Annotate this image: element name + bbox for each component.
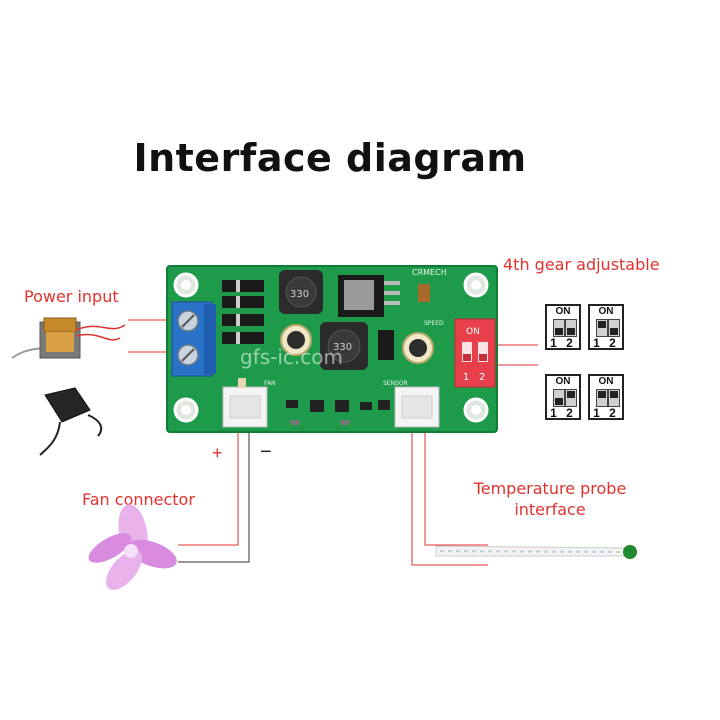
dip-number-label: 1 2 [593,336,619,350]
pcb-board [166,265,498,433]
dip-switch-knob [555,328,563,335]
dip-switch-lever [596,389,608,407]
mounting-holes [173,272,489,423]
dip-on-label: ON [598,376,614,387]
dip-switch-lever [608,389,620,407]
dip-on-label: ON [555,376,571,387]
dip-number-label: 1 2 [550,336,576,350]
small-ic [378,330,394,360]
dip-state-4: ON 1 2 [588,374,624,420]
page-title: Interface diagram [133,136,527,180]
dip-switch-knob [610,328,618,335]
dip-on-marking: ON [466,327,480,337]
power-adapter-icon [39,387,103,456]
capacitors [280,324,434,364]
temp-wire-2 [424,430,488,546]
fan-icon [88,504,177,590]
dip-state-3: ON 1 2 [545,374,581,420]
dip-number-label: 1 2 [550,406,576,420]
power-terminal-block [171,301,216,377]
dip-switch-knob [598,391,606,398]
temperature-probe-label-line2: interface [514,500,586,519]
dip-switch-knob [610,391,618,398]
dip-switch-lever [565,319,577,337]
dip-number-label: 1 2 [593,406,619,420]
fan-wire-red [178,430,239,546]
temperature-probe-icon [435,545,637,559]
regulator-ic [338,275,400,317]
dip-on-label: ON [598,306,614,317]
dip-state-1: ON 1 2 [545,304,581,350]
temperature-probe-label-line1: Temperature probe [473,479,627,498]
gear-adjustable-label: 4th gear adjustable [503,255,660,274]
inductor-1-marking: 330 [290,289,309,300]
fan-connector-label: Fan connector [82,490,195,509]
dip-switch-lever [608,319,620,337]
dip-switch-knob [598,321,606,328]
dip-state-2: ON 1 2 [588,304,624,350]
dip-switch-lever [553,389,565,407]
dip-on-label: ON [555,306,571,317]
dip-switch-lever [565,389,577,407]
fan-plus-sign: + [212,443,223,463]
dip-switch-knob [555,398,563,405]
diodes [222,280,264,344]
temp-wire-1 [411,430,488,566]
smd-parts [286,400,390,425]
inductor-1 [279,270,323,314]
dip-switch-lever [596,319,608,337]
fan-wire-black [178,430,250,563]
power-input-label: Power input [24,287,119,306]
temperature-probe-label: Temperature probe interface [440,478,660,520]
board-marking-text: CRMECH [412,268,447,277]
dip-2-marking: 2 [479,372,485,383]
dip-switch-red [454,318,496,388]
silk-speed-text: SPEED [424,320,444,327]
smd-component [418,284,430,302]
dip-switch-knob [567,391,575,398]
dip-switch-lever [553,319,565,337]
fan-minus-sign: − [260,441,272,463]
silk-fan-text: FAN [264,380,276,387]
fan-connector-white [222,378,268,428]
dip-1-marking: 1 [463,372,469,383]
inductor-2 [320,322,368,370]
silk-sensor-text: SENSOR [383,380,408,387]
watermark: gfs-ic.com [240,345,343,369]
sensor-connector-white [394,386,440,428]
inductor-2-marking: 330 [333,342,352,353]
transformer-icon [11,317,126,359]
dip-switch-knob [567,328,575,335]
